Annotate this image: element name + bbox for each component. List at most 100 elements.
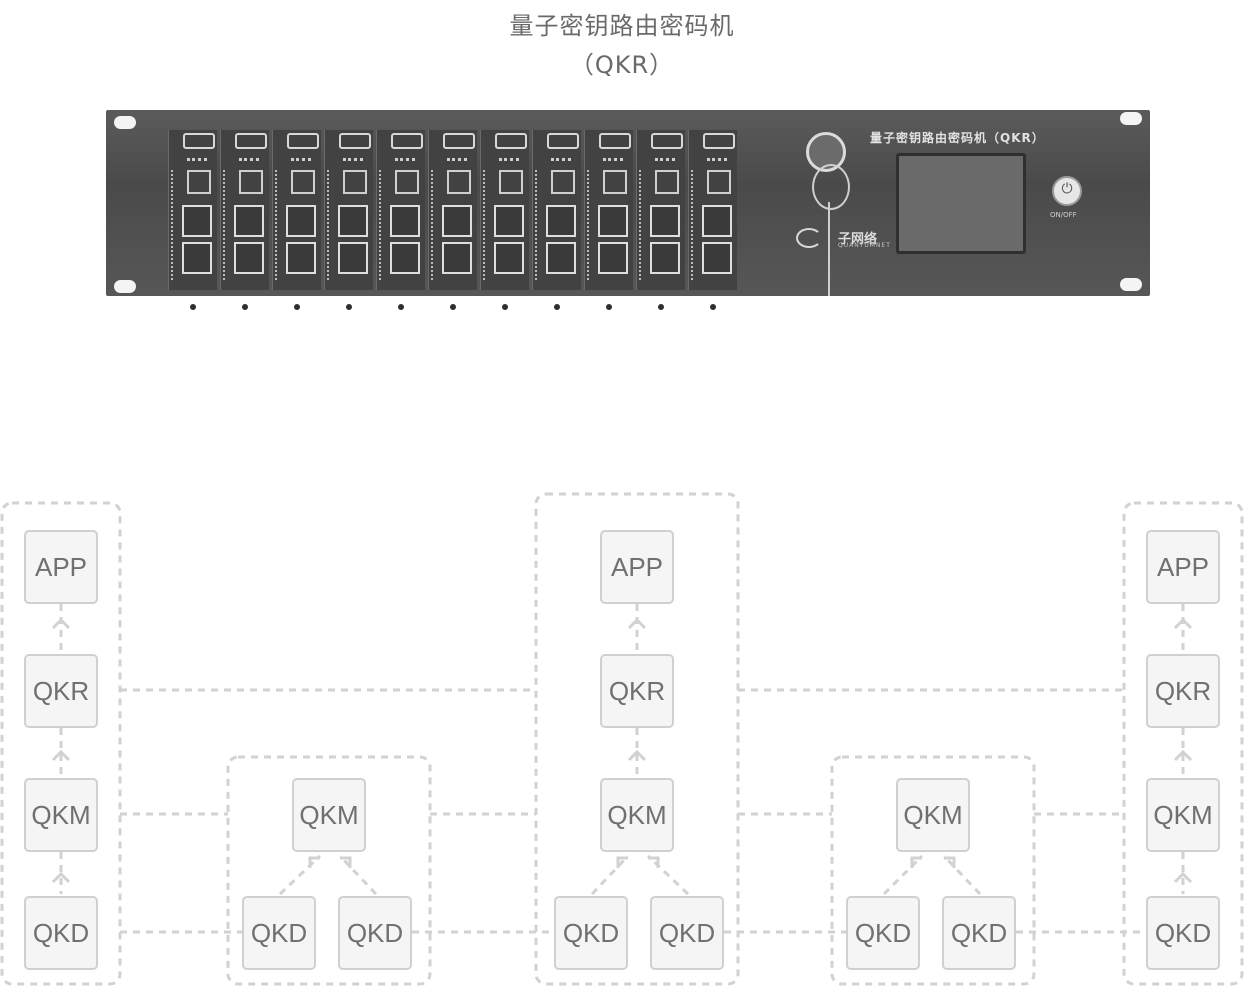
card-label <box>483 170 491 280</box>
screw <box>398 304 404 310</box>
line-card <box>636 130 685 310</box>
group-box <box>830 755 1036 986</box>
card-label <box>691 170 699 280</box>
arrow-diag-icon <box>648 856 660 868</box>
screw <box>190 304 196 310</box>
node-qkm: QKM <box>600 778 674 852</box>
usb-port <box>391 133 423 149</box>
console-port <box>239 170 263 194</box>
screw <box>294 304 300 310</box>
console-port <box>551 170 575 194</box>
diag-link <box>646 854 690 896</box>
group-box <box>0 501 122 986</box>
usb-port <box>443 133 475 149</box>
power-label: ON/OFF <box>1050 211 1077 219</box>
screw <box>554 304 560 310</box>
console-port <box>395 170 419 194</box>
ethernet-port <box>598 205 628 237</box>
screw <box>346 304 352 310</box>
diag-link <box>338 854 378 896</box>
rack-ear-hole <box>1120 278 1142 291</box>
card-label <box>327 170 335 280</box>
ethernet-port <box>338 242 368 274</box>
line-card <box>168 130 217 310</box>
node-qkm: QKM <box>24 778 98 852</box>
usb-port <box>183 133 215 149</box>
node-app: APP <box>1146 530 1220 604</box>
node-qkm: QKM <box>1146 778 1220 852</box>
console-port <box>291 170 315 194</box>
status-leds <box>291 158 311 165</box>
arrow-up-icon <box>1173 871 1193 884</box>
ethernet-port <box>702 242 732 274</box>
console-port <box>655 170 679 194</box>
logo-text: 子网络 <box>838 232 878 247</box>
arrow-up-icon <box>51 749 71 762</box>
group-box <box>226 755 432 986</box>
card-label <box>379 170 387 280</box>
ethernet-port <box>234 205 264 237</box>
qkr-device-photo: 量子密钥路由密码机（QKR） 子网络 QUANTUMNET ⏻ ON/OFF <box>106 110 1150 310</box>
status-leds <box>707 158 727 165</box>
card-label <box>171 170 179 280</box>
rack-ear-hole <box>114 280 136 293</box>
key-ring <box>812 164 850 210</box>
line-card <box>688 130 737 310</box>
node-qkd: QKD <box>338 896 412 970</box>
status-leds <box>187 158 207 165</box>
device-label: 量子密钥路由密码机（QKR） <box>870 131 1045 145</box>
usb-port <box>599 133 631 149</box>
usb-port <box>495 133 527 149</box>
ethernet-port <box>442 242 472 274</box>
node-qkm: QKM <box>292 778 366 852</box>
key-string <box>828 202 830 296</box>
logo-subtext: QUANTUMNET <box>838 242 891 249</box>
node-qkd: QKD <box>846 896 920 970</box>
node-app: APP <box>600 530 674 604</box>
node-qkd: QKD <box>24 896 98 970</box>
arrow-diag-icon <box>340 856 352 868</box>
diag-link <box>590 854 630 896</box>
arrow-up-icon <box>1173 617 1193 630</box>
arrow-diag-icon <box>308 856 320 868</box>
screw <box>606 304 612 310</box>
arrow-diag-icon <box>910 856 922 868</box>
ethernet-port <box>494 205 524 237</box>
logo-icon <box>796 228 822 248</box>
screw <box>658 304 664 310</box>
page-title: 量子密钥路由密码机 <box>509 12 735 40</box>
ethernet-port <box>702 205 732 237</box>
status-leds <box>603 158 623 165</box>
ethernet-port <box>390 205 420 237</box>
status-leds <box>343 158 363 165</box>
arrow-up-icon <box>627 749 647 762</box>
ethernet-port <box>286 205 316 237</box>
card-label <box>587 170 595 280</box>
card-label <box>275 170 283 280</box>
screw <box>710 304 716 310</box>
node-qkd: QKD <box>942 896 1016 970</box>
usb-port <box>547 133 579 149</box>
lcd-screen <box>896 153 1026 254</box>
console-port <box>707 170 731 194</box>
arrow-up-icon <box>627 617 647 630</box>
line-card <box>220 130 269 310</box>
console-port <box>447 170 471 194</box>
node-qkd: QKD <box>1146 896 1220 970</box>
rack-ear-hole <box>114 116 136 129</box>
ethernet-port <box>650 205 680 237</box>
ethernet-port <box>650 242 680 274</box>
arrow-up-icon <box>51 617 71 630</box>
diag-link <box>882 854 924 896</box>
node-qkm: QKM <box>896 778 970 852</box>
console-port <box>187 170 211 194</box>
screw <box>242 304 248 310</box>
page-subtitle: （QKR） <box>569 51 675 79</box>
node-qkd: QKD <box>650 896 724 970</box>
ethernet-port <box>390 242 420 274</box>
ethernet-port <box>182 242 212 274</box>
line-card-slots <box>168 130 772 310</box>
node-app: APP <box>24 530 98 604</box>
usb-port <box>651 133 683 149</box>
